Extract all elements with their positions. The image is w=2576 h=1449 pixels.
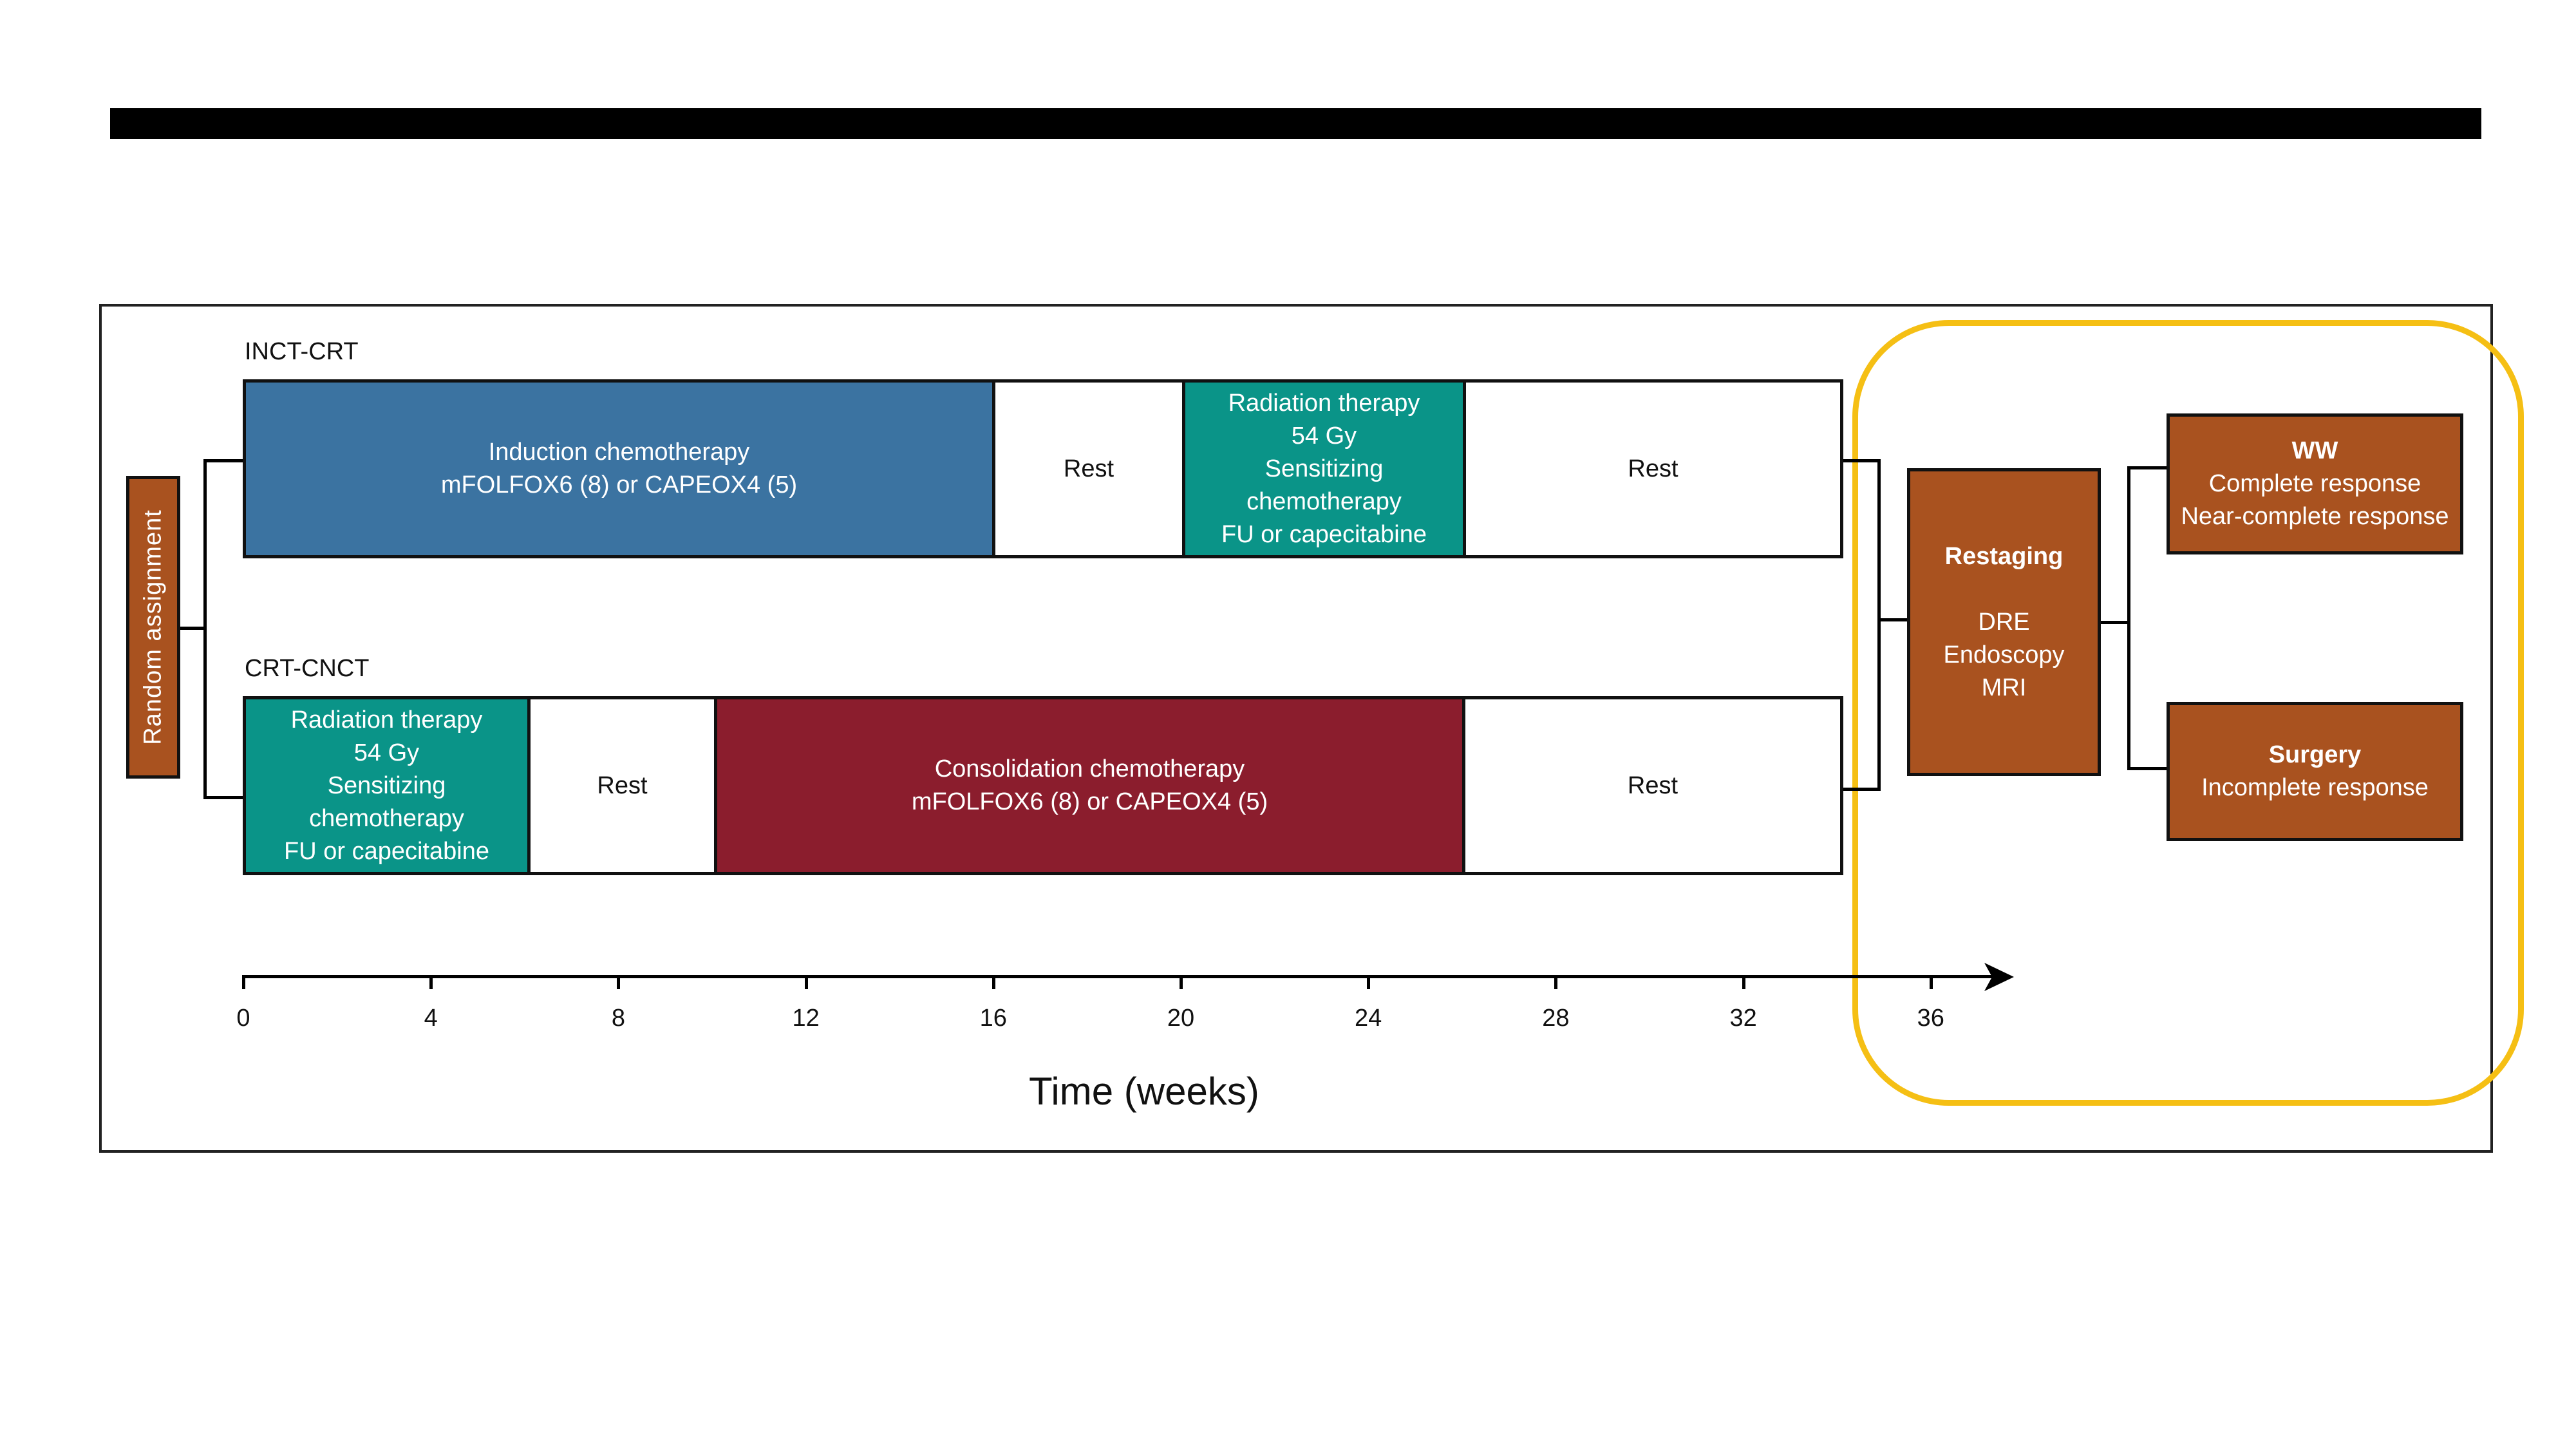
box-text: Rest bbox=[1628, 455, 1678, 482]
box-text: Rest bbox=[597, 772, 648, 799]
axis-tick-label: 36 bbox=[1917, 1005, 1944, 1032]
connector-line bbox=[1879, 618, 1909, 621]
rest-box: Rest bbox=[1462, 696, 1843, 875]
box-text: FU or capecitabine bbox=[1221, 520, 1427, 548]
surgery-title: Surgery bbox=[2268, 741, 2362, 768]
connector-line bbox=[2101, 621, 2130, 624]
box-text: Endoscopy bbox=[1943, 641, 2065, 668]
box-text: Induction chemotherapy bbox=[488, 439, 750, 466]
induction-chemotherapy-box: Induction chemotherapy mFOLFOX6 (8) or C… bbox=[243, 379, 995, 558]
axis-title: Time (weeks) bbox=[1029, 1070, 1259, 1113]
rest-box: Rest bbox=[992, 379, 1185, 558]
rest-box: Rest bbox=[1463, 379, 1843, 558]
connector-line bbox=[1843, 459, 1881, 462]
box-text: DRE bbox=[1978, 608, 2030, 636]
ww-outcome-box: WW Complete response Near-complete respo… bbox=[2167, 413, 2463, 554]
connector-line bbox=[203, 459, 245, 462]
axis-tick bbox=[1180, 975, 1183, 989]
box-text: Sensitizing bbox=[327, 772, 446, 799]
axis-tick bbox=[429, 975, 433, 989]
connector-line bbox=[2127, 466, 2168, 469]
axis-tick bbox=[242, 975, 245, 989]
box-text: FU or capecitabine bbox=[284, 837, 489, 865]
connector-line bbox=[203, 459, 207, 799]
axis-arrowhead-icon bbox=[1984, 963, 2014, 991]
axis-tick-label: 4 bbox=[424, 1005, 438, 1032]
box-text: Incomplete response bbox=[2201, 774, 2429, 801]
ww-title: WW bbox=[2291, 437, 2338, 464]
box-text: Radiation therapy bbox=[290, 706, 483, 734]
restaging-box: Restaging DRE Endoscopy MRI bbox=[1907, 468, 2101, 776]
axis-tick-label: 24 bbox=[1355, 1005, 1382, 1032]
axis-tick-label: 16 bbox=[979, 1005, 1007, 1032]
box-text: chemotherapy bbox=[1246, 488, 1402, 515]
surgery-outcome-box: Surgery Incomplete response bbox=[2167, 702, 2463, 841]
connector-line bbox=[1877, 459, 1881, 791]
box-text: Consolidation chemotherapy bbox=[934, 755, 1245, 782]
axis-tick bbox=[1367, 975, 1371, 989]
spacer bbox=[2000, 573, 2007, 606]
connector-line bbox=[1843, 788, 1881, 791]
box-text: Complete response bbox=[2208, 470, 2421, 497]
random-assignment-label: Random assignment bbox=[139, 509, 167, 745]
box-text: chemotherapy bbox=[309, 804, 464, 832]
axis-tick-label: 28 bbox=[1542, 1005, 1570, 1032]
connector-line bbox=[2127, 767, 2168, 770]
rest-box: Rest bbox=[527, 696, 717, 875]
box-text: 54 Gy bbox=[353, 739, 420, 766]
restaging-title: Restaging bbox=[1944, 542, 2064, 570]
highlight-outline bbox=[1852, 320, 2524, 1106]
box-text: 54 Gy bbox=[1291, 422, 1357, 450]
random-assignment-box: Random assignment bbox=[126, 476, 180, 779]
arm-label-crt-cnct: CRT-CNCT bbox=[245, 655, 370, 682]
axis-tick bbox=[992, 975, 995, 989]
box-text: Rest bbox=[1063, 455, 1114, 482]
axis-tick-label: 32 bbox=[1729, 1005, 1757, 1032]
connector-line bbox=[180, 627, 205, 630]
axis-tick-label: 20 bbox=[1167, 1005, 1195, 1032]
axis-tick-label: 0 bbox=[236, 1005, 250, 1032]
radiation-therapy-box: Radiation therapy 54 Gy Sensitizing chem… bbox=[243, 696, 531, 875]
axis-tick bbox=[617, 975, 621, 989]
box-text: Sensitizing bbox=[1264, 455, 1384, 482]
box-text: Rest bbox=[1627, 772, 1678, 799]
box-text: mFOLFOX6 (8) or CAPEOX4 (5) bbox=[911, 788, 1268, 815]
box-text: mFOLFOX6 (8) or CAPEOX4 (5) bbox=[440, 471, 798, 498]
axis-tick bbox=[804, 975, 808, 989]
box-text: MRI bbox=[1981, 674, 2027, 701]
connector-line bbox=[203, 796, 245, 799]
connector-line bbox=[2127, 466, 2130, 770]
box-text: Radiation therapy bbox=[1228, 389, 1420, 417]
consolidation-chemotherapy-box: Consolidation chemotherapy mFOLFOX6 (8) … bbox=[714, 696, 1465, 875]
axis-tick-label: 8 bbox=[611, 1005, 625, 1032]
header-bar bbox=[110, 108, 2481, 139]
arm-label-inct-crt: INCT-CRT bbox=[245, 338, 359, 365]
axis-tick bbox=[1554, 975, 1558, 989]
axis-tick-label: 12 bbox=[792, 1005, 820, 1032]
time-axis-line bbox=[243, 975, 1996, 978]
box-text: Near-complete response bbox=[2181, 503, 2449, 530]
axis-tick bbox=[1929, 975, 1933, 989]
radiation-therapy-box: Radiation therapy 54 Gy Sensitizing chem… bbox=[1182, 379, 1466, 558]
axis-tick bbox=[1742, 975, 1745, 989]
